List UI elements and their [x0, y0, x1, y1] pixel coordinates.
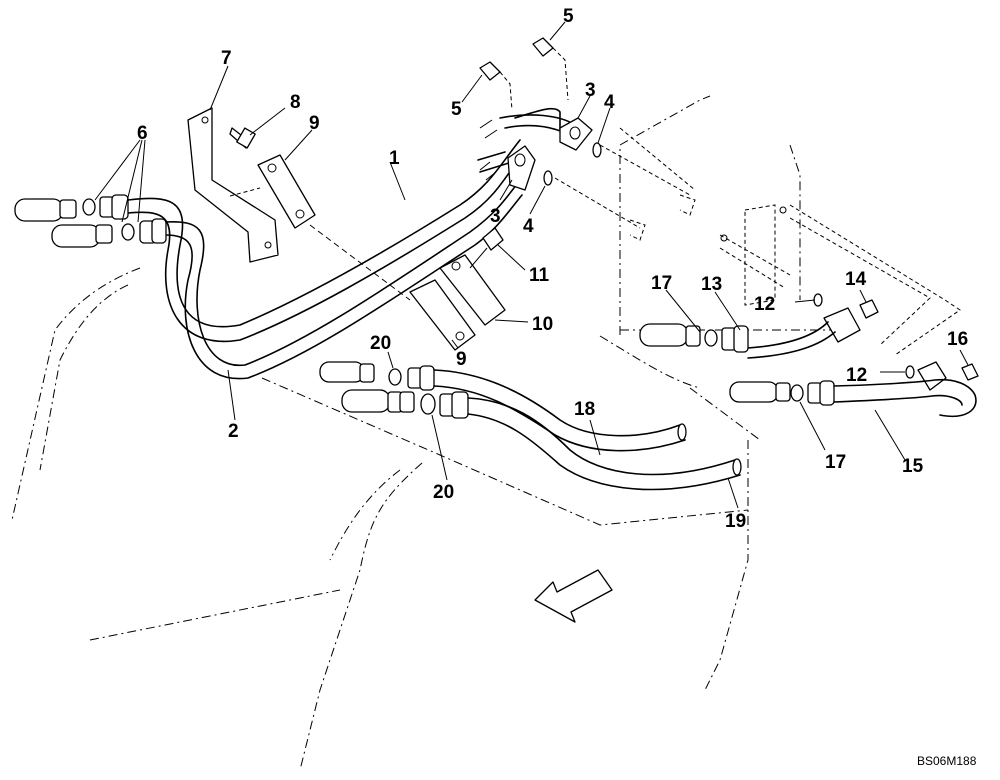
flange-15-end [917, 361, 947, 391]
forward-direction-arrow-icon [534, 569, 613, 623]
plug-20-upper [319, 361, 365, 383]
callout-3-upper: 3 [585, 80, 596, 101]
plug-left-upper [14, 198, 64, 222]
callout-1: 1 [389, 148, 400, 169]
flange-3-upper [559, 117, 593, 151]
plug-17-lower [729, 381, 779, 403]
hose-1-and-2 [127, 107, 576, 380]
callout-20-upper: 20 [370, 333, 391, 354]
o-ring-12-lower [905, 365, 915, 379]
clamp-assembly-lower [309, 224, 506, 351]
callout-5-middle: 5 [451, 99, 462, 120]
callout-15: 15 [902, 456, 924, 477]
callout-16: 16 [947, 329, 968, 350]
callout-3-lower: 3 [490, 206, 501, 227]
o-ring-20-lower [420, 393, 436, 415]
callout-7: 7 [221, 48, 232, 69]
callout-4-upper: 4 [604, 92, 615, 113]
machine-outline [11, 95, 850, 771]
o-ring-20-upper [388, 368, 402, 386]
callout-17-upper: 17 [651, 273, 672, 294]
callout-11: 11 [529, 265, 550, 286]
bracket-assembly [187, 107, 316, 263]
callouts: 1 2 3 3 4 4 5 5 6 7 8 9 9 10 11 12 12 13… [137, 6, 968, 532]
bolt-11 [482, 227, 504, 251]
callout-9-lower: 9 [456, 349, 467, 370]
bolt-14 [859, 299, 879, 319]
callout-14: 14 [845, 269, 867, 290]
callout-4-lower: 4 [523, 216, 534, 237]
plug-20-lower [341, 389, 391, 413]
clamp-10 [439, 254, 506, 326]
left-fittings [14, 194, 167, 248]
callout-13: 13 [701, 274, 722, 295]
o-ring-4-upper [592, 142, 602, 158]
plug-17-upper [639, 323, 689, 347]
o-ring-left-upper [82, 198, 96, 216]
o-ring-17-upper [704, 329, 718, 347]
plug-left-lower [51, 224, 101, 248]
o-ring-4-lower [543, 170, 553, 186]
callout-18: 18 [574, 399, 595, 420]
o-ring-left-lower [121, 223, 135, 241]
bolt-5-middle [479, 61, 501, 81]
callout-12-upper: 12 [754, 294, 775, 315]
bolt-5-upper [532, 37, 554, 57]
callout-19: 19 [725, 511, 746, 532]
callout-20-lower: 20 [433, 482, 454, 503]
o-ring-17-lower [790, 384, 804, 402]
hose-13-fittings [639, 323, 749, 353]
flange-assembly [479, 37, 696, 241]
drawing-reference-code: BS06M188 [917, 754, 977, 768]
callout-9-upper: 9 [309, 113, 320, 134]
callout-5-upper: 5 [563, 6, 574, 27]
bracket-7 [187, 107, 279, 263]
callout-8: 8 [290, 92, 301, 113]
leader-lines [94, 21, 969, 509]
bolt-16 [961, 363, 979, 381]
callout-12-lower: 12 [846, 365, 867, 386]
callout-6: 6 [137, 123, 148, 144]
hoses-18-19 [319, 361, 742, 491]
o-ring-12-upper [813, 293, 823, 307]
callout-10: 10 [532, 314, 553, 335]
callout-2: 2 [228, 421, 239, 442]
flange-3-lower [507, 145, 536, 191]
valve-block [719, 204, 979, 391]
callout-17-lower: 17 [825, 452, 846, 473]
hose-15 [729, 378, 977, 417]
